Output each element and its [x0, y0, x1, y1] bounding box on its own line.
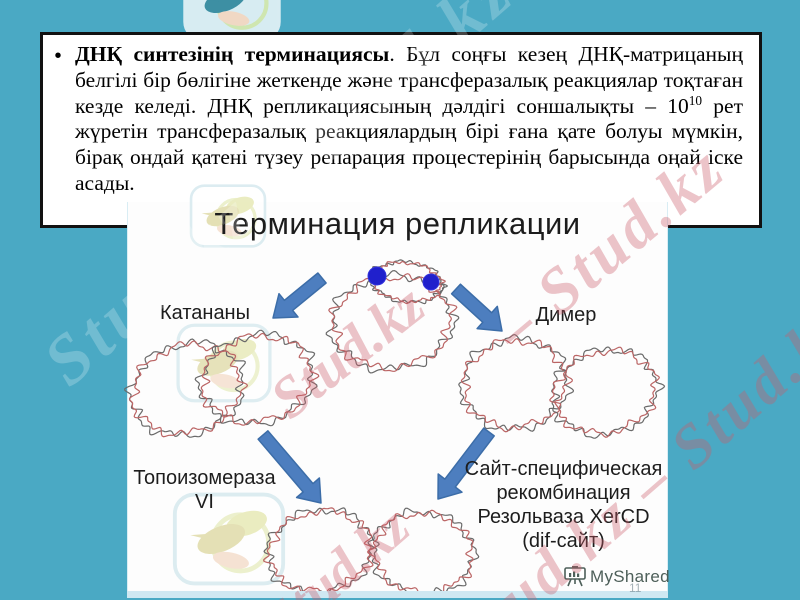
paragraph-text: . Бұл соңғы кезең ДНҚ-матрицаның белгілі…: [75, 42, 743, 118]
label-dimer: Димер: [535, 304, 597, 326]
text-box: • ДНҚ синтезінің терминациясы. Бұл соңғы…: [40, 32, 762, 228]
paragraph-bold-lead: ДНҚ синтезінің терминациясы: [75, 42, 390, 66]
paragraph-text-tail: рет жүретін трансферазалық реакциялардың…: [75, 93, 743, 195]
power-base: 10: [667, 93, 689, 118]
label-topoisomerase-line2: VI: [195, 491, 214, 513]
page-number: 11: [629, 581, 642, 595]
myshared-logo[interactable]: MyShared: [564, 566, 670, 587]
myshared-icon: [564, 566, 586, 587]
label-site-line4: (dif-сайт): [522, 530, 605, 552]
label-site-line1: Сайт-специфическая: [464, 458, 663, 480]
body-paragraph: ДНҚ синтезінің терминациясы. Бұл соңғы к…: [73, 35, 759, 225]
power-exponent: 10: [688, 92, 703, 108]
label-catenanes: Катананы: [160, 302, 250, 324]
bullet-icon: •: [54, 45, 62, 67]
panel-bottom-strip: [127, 591, 668, 598]
label-topoisomerase: Топоизомераза VI: [122, 466, 287, 514]
label-site-specific-recombination: Сайт-специфическая рекомбинация Резольва…: [456, 457, 671, 553]
label-site-line3: Резольваза XerCD: [477, 506, 650, 528]
label-site-line2: рекомбинация: [496, 482, 631, 504]
myshared-label: MyShared: [590, 566, 670, 586]
label-topoisomerase-line1: Топоизомераза: [133, 467, 276, 489]
diagram-title: Терминация репликации: [214, 206, 581, 241]
